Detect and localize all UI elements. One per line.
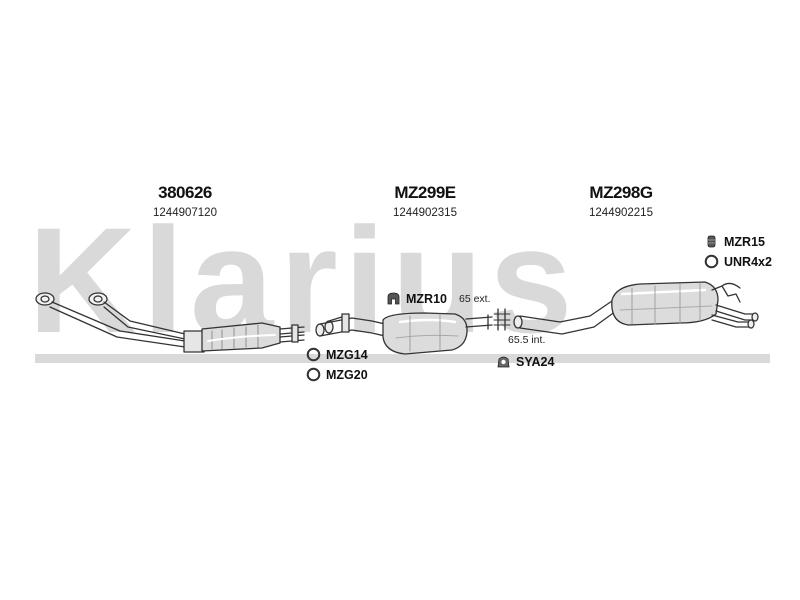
accessory-mzr10: MZR10 [386,291,447,306]
gasket-ring-icon [306,367,321,382]
section-3-oe-number: 1244902215 [589,207,653,219]
accessory-mzg14: MZG14 [306,347,368,362]
internal-diameter-note: 65.5 int. [508,334,546,346]
external-diameter-note: 65 ext. [459,293,491,305]
rubber-mount-icon [497,356,510,368]
accessory-mzr15: MZR15 [704,234,765,249]
section-3-part-number: MZ298G [589,183,653,202]
rubber-hanger-icon [387,292,400,305]
accessory-sya24: SYA24 [496,354,554,369]
accessory-unr4x2: UNR4x2 [704,254,772,269]
rear-silencer [513,281,759,335]
section-1-part-number: 380626 [158,183,212,202]
section-2-part-number: MZ299E [394,183,456,202]
accessory-code: MZR10 [406,291,447,306]
gasket-ring-icon [306,347,321,362]
accessory-code: MZR15 [724,234,765,249]
centre-silencer [315,312,493,355]
accessory-code: MZG14 [326,347,368,362]
section-joint [493,308,511,331]
accessory-code: UNR4x2 [724,254,772,269]
accessory-mzg20: MZG20 [306,367,368,382]
accessory-code: MZG20 [326,367,368,382]
ring-icon [704,254,719,269]
section-1-oe-number: 1244907120 [153,207,217,219]
accessory-code: SYA24 [516,354,555,369]
front-pipe-catalyst [35,292,305,353]
watermark-underline [35,354,770,363]
section-2-oe-number: 1244902315 [393,207,457,219]
rubber-block-icon [707,235,716,248]
